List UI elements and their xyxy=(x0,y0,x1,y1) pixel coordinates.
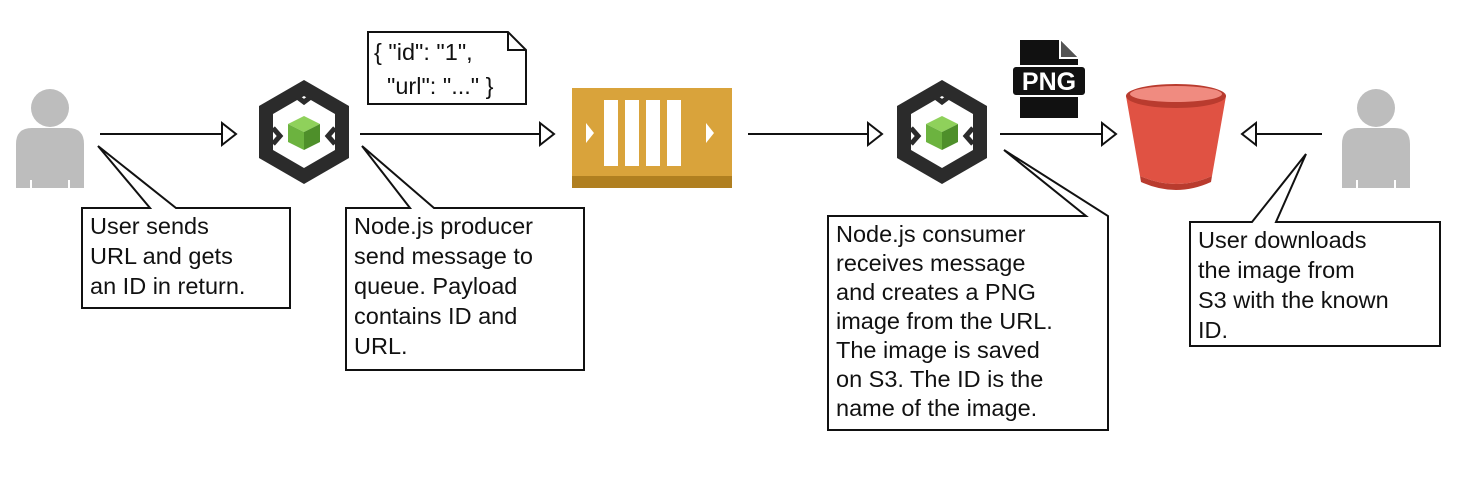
callout-user-sends-line-3: an ID in return. xyxy=(90,273,245,299)
callout-user-downloads-line-2: the image from xyxy=(1198,257,1355,283)
callout-user-sends: User sends URL and gets an ID in return. xyxy=(81,145,291,309)
callout-consumer-line-3: and creates a PNG xyxy=(836,279,1036,305)
callout-consumer-line-6: on S3. The ID is the xyxy=(836,366,1043,392)
message-note-line-1: { "id": "1", xyxy=(374,39,473,65)
callout-producer-line-4: contains ID and xyxy=(354,303,517,329)
callout-consumer-line-5: The image is saved xyxy=(836,337,1040,363)
sqs-queue-icon xyxy=(572,88,732,188)
callout-user-downloads-line-4: ID. xyxy=(1198,317,1228,343)
callout-producer-line-2: send message to xyxy=(354,243,533,269)
callout-producer-line-3: queue. Payload xyxy=(354,273,517,299)
callout-user-sends-line-1: User sends xyxy=(90,213,209,239)
callout-user-downloads: User downloads the image from S3 with th… xyxy=(1189,153,1441,347)
arrow-queue-to-consumer xyxy=(748,120,884,148)
png-file-icon: PNG xyxy=(1011,40,1087,118)
callout-consumer: Node.js consumer receives message and cr… xyxy=(827,149,1109,431)
callout-user-sends-line-2: URL and gets xyxy=(90,243,233,269)
callout-producer-line-5: URL. xyxy=(354,333,408,359)
user-right-icon xyxy=(1342,89,1410,188)
png-file-label: PNG xyxy=(1022,68,1076,96)
message-note-line-2: "url": "..." } xyxy=(387,73,494,99)
callout-producer-line-1: Node.js producer xyxy=(354,213,533,239)
producer-ec2-icon xyxy=(259,80,349,184)
callout-consumer-line-1: Node.js consumer xyxy=(836,221,1026,247)
arrow-producer-to-queue xyxy=(360,120,556,148)
consumer-ec2-icon xyxy=(897,80,987,184)
callout-producer: Node.js producer send message to queue. … xyxy=(345,145,585,371)
arrow-consumer-to-s3 xyxy=(1000,120,1118,148)
arrow-user-to-s3 xyxy=(1240,120,1322,148)
s3-bucket-icon xyxy=(1126,84,1226,190)
callout-user-downloads-line-1: User downloads xyxy=(1198,227,1367,253)
user-left-icon xyxy=(16,89,84,188)
arrow-user-to-producer xyxy=(100,120,238,148)
callout-consumer-line-7: name of the image. xyxy=(836,395,1037,421)
message-note: { "id": "1", "url": "..." } xyxy=(367,31,527,105)
callout-user-downloads-line-3: S3 with the known xyxy=(1198,287,1389,313)
callout-consumer-line-4: image from the URL. xyxy=(836,308,1053,334)
callout-consumer-line-2: receives message xyxy=(836,250,1025,276)
